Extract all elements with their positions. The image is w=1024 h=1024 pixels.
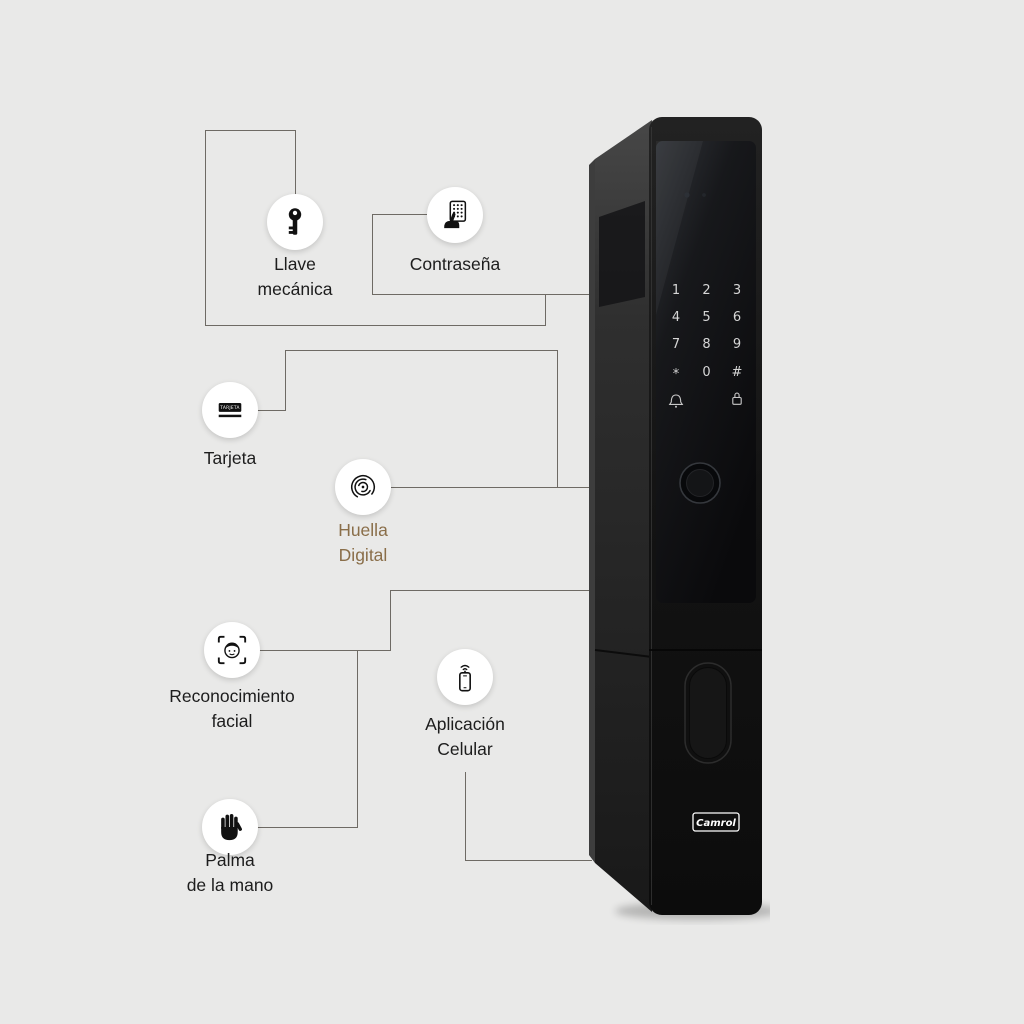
label-line: Reconocimiento: [169, 686, 295, 706]
contrasena-badge: [427, 187, 483, 243]
palm-hand-icon: [221, 814, 242, 841]
connector-line: [357, 650, 358, 828]
keypad-key[interactable]: 8: [702, 337, 710, 352]
palma-mano-badge: [202, 799, 258, 855]
card-icon: TARJETA: [218, 402, 242, 418]
connector-line: [295, 130, 296, 195]
label-line: Celular: [437, 738, 493, 759]
connector-line: [257, 827, 358, 828]
aplicacion-celular-badge: [437, 649, 493, 705]
keypad-hand-icon: [444, 200, 467, 229]
tarjeta-label: Tarjeta: [204, 446, 257, 471]
connector-line: [372, 294, 592, 295]
connector-line: [545, 294, 546, 326]
tarjeta-badge: TARJETA: [202, 382, 258, 438]
keypad-key[interactable]: 5: [702, 310, 710, 325]
huella-digital-label: Huella Digital: [338, 518, 388, 568]
key-icon: [288, 208, 302, 235]
keypad: 1 2 3 4 5 6 7 8 9 * 0 #: [672, 283, 743, 382]
label-line: mecánica: [257, 278, 333, 299]
keypad-key[interactable]: 7: [672, 337, 680, 352]
connector-line: [205, 130, 296, 131]
connector-line: [285, 350, 558, 351]
connector-line: [390, 590, 391, 651]
lock-icon[interactable]: [732, 392, 742, 405]
llave-mecanica-label: Llave mecánica: [258, 252, 333, 302]
reconocimiento-facial-label: Reconocimiento facial: [169, 684, 294, 734]
camera-dot: [702, 193, 706, 197]
brand-logo: Camrol: [692, 812, 740, 832]
palma-mano-label: Palma de la mano: [187, 848, 274, 898]
huella-digital-badge: [335, 459, 391, 515]
device-side-seam: [594, 649, 653, 658]
keypad-key[interactable]: 4: [672, 310, 680, 325]
label-line: Contraseña: [409, 254, 501, 274]
brand-logo-text: Camrol: [696, 818, 736, 829]
connector-line: [205, 325, 546, 326]
label-line: Llave: [274, 254, 316, 274]
smartphone-wifi-icon: [459, 664, 471, 692]
connector-line: [372, 214, 427, 215]
connector-line: [391, 487, 592, 488]
label-line: Aplicación: [425, 714, 505, 734]
label-line: Palma: [205, 850, 255, 870]
keypad-key[interactable]: 0: [702, 365, 710, 380]
label-line: Digital: [338, 544, 388, 565]
connector-line: [285, 350, 286, 411]
card-icon-text: TARJETA: [219, 405, 239, 411]
keypad-key[interactable]: 9: [733, 337, 741, 352]
camera-dot: [684, 192, 690, 198]
contrasena-label: Contraseña: [410, 252, 500, 277]
keypad-key[interactable]: *: [673, 367, 680, 382]
connector-line: [465, 772, 466, 861]
reconocimiento-facial-badge: [204, 622, 260, 678]
face-scan-icon: [217, 635, 247, 665]
keypad-key[interactable]: 6: [733, 310, 741, 325]
fingerprint-icon: [350, 474, 376, 500]
bell-icon[interactable]: [668, 394, 684, 408]
device-side-face: [595, 120, 652, 912]
keypad-key[interactable]: #: [732, 365, 743, 380]
label-line: Huella: [338, 520, 388, 540]
fingerprint-sensor-inner: [686, 469, 714, 497]
label-line: facial: [211, 710, 253, 731]
keypad-key[interactable]: 3: [733, 283, 741, 298]
label-line: Tarjeta: [203, 448, 257, 468]
connector-line: [205, 130, 206, 326]
keypad-key[interactable]: 1: [672, 283, 680, 298]
connector-line: [257, 410, 286, 411]
connector-line: [465, 860, 592, 861]
connector-line: [557, 350, 558, 488]
connector-line: [372, 214, 373, 295]
handle-recess-inner: [689, 667, 727, 759]
aplicacion-celular-label: Aplicación Celular: [425, 712, 505, 762]
keypad-key[interactable]: 2: [702, 283, 710, 298]
connector-line: [390, 590, 592, 591]
label-line: de la mano: [186, 874, 274, 895]
smart-lock-device: 1 2 3 4 5 6 7 8 9 * 0 # Camrol: [589, 117, 770, 920]
device-side-bevel: [589, 159, 595, 863]
device-side-glass-edge: [599, 201, 645, 307]
glass-sheen: [656, 141, 703, 315]
llave-mecanica-badge: [267, 194, 323, 250]
connector-line: [259, 650, 391, 651]
